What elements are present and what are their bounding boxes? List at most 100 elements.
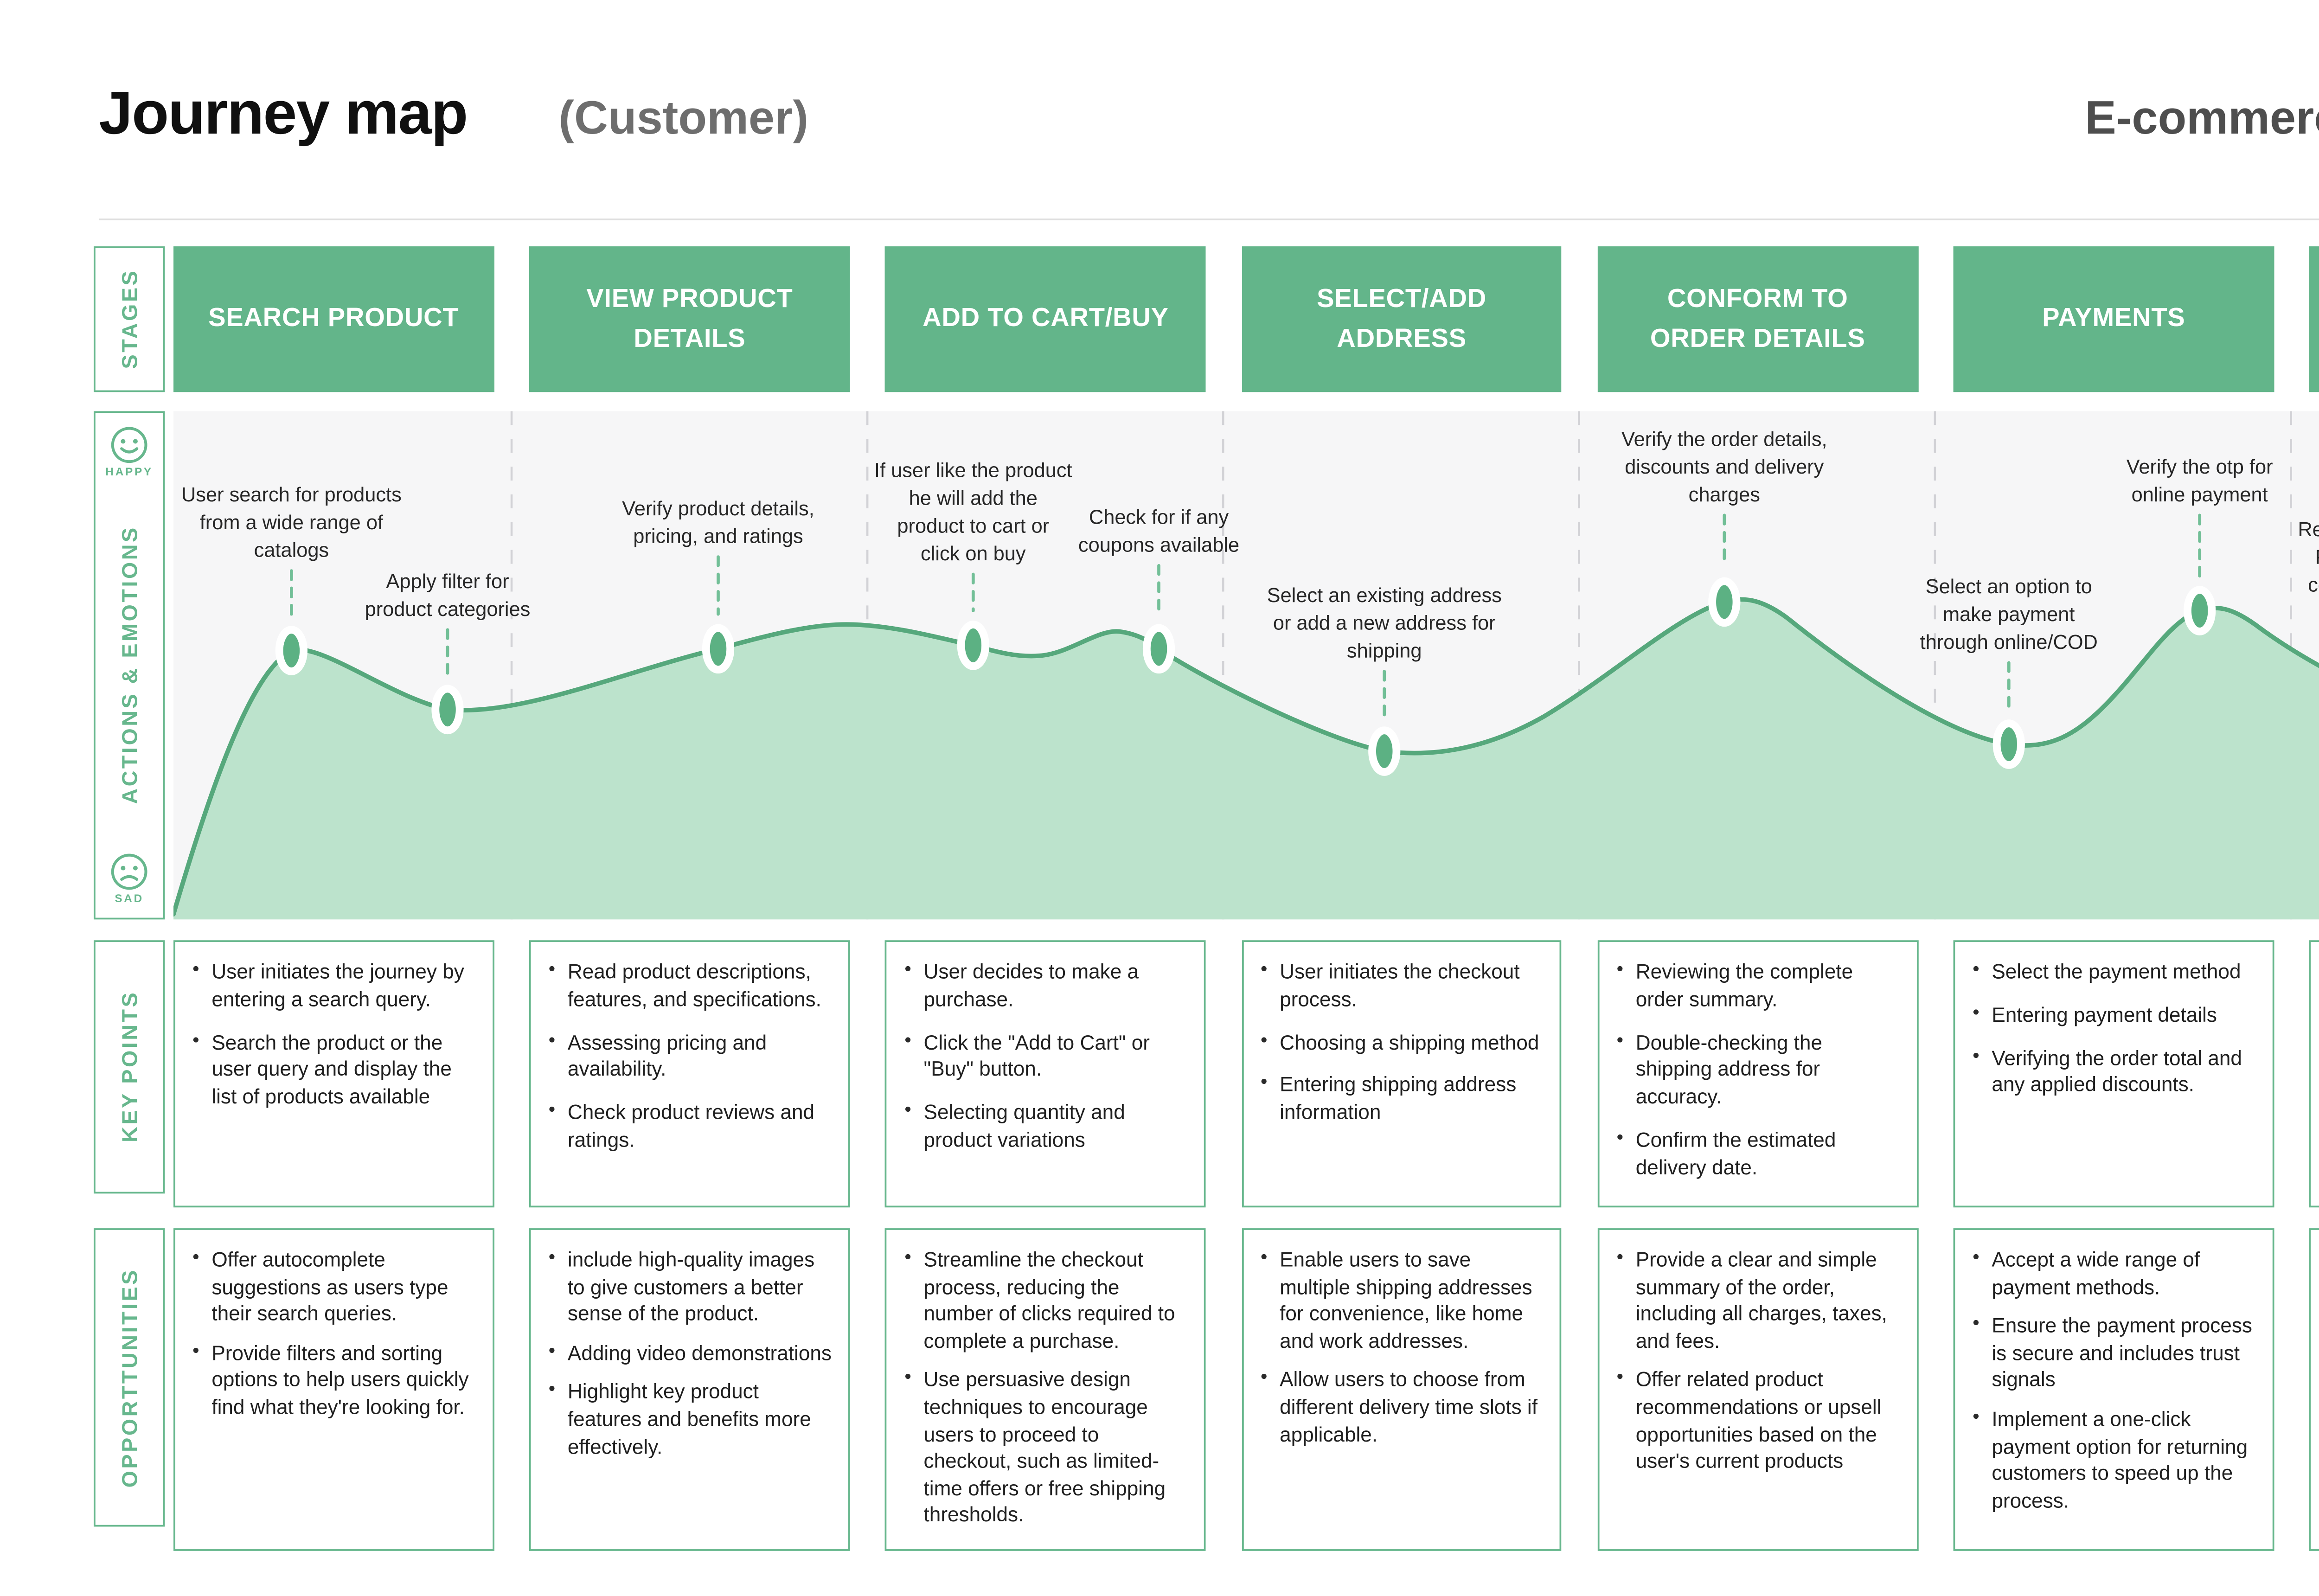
opportunity-card-list: Streamline the checkout process, reducin… — [904, 1246, 1190, 1530]
opportunity-card-list: Offer autocomplete suggestions as users … — [192, 1246, 478, 1422]
curve-annotation: Verify the order details, discounts and … — [1621, 428, 1827, 507]
sad-label: SAD — [115, 893, 144, 906]
stage-header: ORDER PLACED — [2309, 246, 2319, 392]
key-points-card: User decides to make a purchase. Click th… — [885, 940, 1206, 1207]
bullet-item: User initiates the checkout process. — [1261, 958, 1546, 1014]
opportunity-card: Accept a wide range of payment methods. E… — [1954, 1228, 2274, 1551]
opportunity-card: Send real-time order updates and trackin… — [2309, 1228, 2319, 1551]
bullet-item: Accept a wide range of payment methods. — [1973, 1246, 2258, 1301]
sidebar-label-stages: STAGES — [93, 246, 165, 392]
curve-annotation: Check for if any coupons available — [1078, 506, 1240, 557]
sad-face-wrap: SAD — [109, 852, 149, 905]
opportunity-card: Streamline the checkout process, reducin… — [885, 1228, 1206, 1551]
curve-annotation: Select an existing address or add a new … — [1267, 584, 1502, 663]
key-points-label-text: KEY POINTS — [117, 991, 141, 1143]
bullet-item: Offer related product recommendations or… — [1617, 1366, 1903, 1476]
bullet-item: Ensure the payment process is secure and… — [1973, 1312, 2258, 1395]
key-points-card-list: Reviewing the complete order summary. Dou… — [1617, 958, 1903, 1182]
emotion-curve-area — [173, 599, 2319, 920]
curve-annotation: Select an option to make payment through… — [1920, 576, 2098, 654]
opportunity-card: Offer autocomplete suggestions as users … — [173, 1228, 494, 1551]
bullet-item: Provide filters and sorting options to h… — [192, 1339, 478, 1422]
key-points-card: Receive an order confirmation message.Di… — [2309, 940, 2319, 1207]
bullet-item: Enable users to save multiple shipping a… — [1261, 1246, 1546, 1355]
bullet-item: Allow users to choose from different del… — [1261, 1366, 1546, 1449]
key-points-card-list: User initiates the checkout process. Choo… — [1261, 958, 1546, 1128]
key-points-card: Select the payment methodEntering paymen… — [1954, 940, 2274, 1207]
sidebar-label-emotions: HAPPY ACTIONS & EMOTIONS SAD — [93, 411, 165, 920]
curve-annotation: Apply filter for product categories — [365, 570, 531, 622]
bullet-item: Offer autocomplete suggestions as users … — [192, 1246, 478, 1328]
emotion-dot — [1368, 726, 1401, 776]
bullet-item: Highlight key product features and benef… — [549, 1378, 834, 1461]
bullet-item: Reviewing the complete order summary. — [1617, 958, 1903, 1014]
key-points-card-list: User decides to make a purchase. Click th… — [904, 958, 1190, 1155]
opportunity-card-list: Enable users to save multiple shipping a… — [1261, 1246, 1546, 1449]
stage-header: ADD TO CART/BUY — [885, 246, 1206, 392]
opportunity-card-list: Provide a clear and simple summary of th… — [1617, 1246, 1903, 1476]
key-points-card: Read product descriptions, features, and… — [529, 940, 850, 1207]
opportunity-card-list: include high-quality images to give cust… — [549, 1246, 834, 1461]
bullet-item: Verifying the order total and any applie… — [1973, 1044, 2258, 1100]
opportunity-card: include high-quality images to give cust… — [529, 1228, 850, 1551]
bullet-item: Click the "Add to Cart" or "Buy" button. — [904, 1028, 1190, 1084]
opportunities-row: Offer autocomplete suggestions as users … — [173, 1228, 2319, 1551]
emotion-curve-band: User search for products from a wide ran… — [173, 411, 2319, 920]
stage-header: VIEW PRODUCT DETAILS — [529, 246, 850, 392]
stage-header: PAYMENTS — [1954, 246, 2274, 392]
bullet-item: Read product descriptions, features, and… — [549, 958, 834, 1014]
stage-header: SEARCH PRODUCT — [173, 246, 494, 392]
key-points-card-list: Select the payment methodEntering paymen… — [1973, 958, 2258, 1100]
sidebar-label-opportunities: OPPORTTUNITIES — [93, 1228, 165, 1527]
key-points-card: User initiates the journey by entering a… — [173, 940, 494, 1207]
bullet-item: Implement a one-click payment option for… — [1973, 1405, 2258, 1515]
emotion-dot — [957, 621, 989, 670]
stages-label-text: STAGES — [117, 269, 141, 370]
bullet-item: Check product reviews and ratings. — [549, 1098, 834, 1155]
emotion-dot — [1142, 624, 1175, 674]
key-points-card: User initiates the checkout process. Choo… — [1241, 940, 1562, 1207]
emotion-dot — [1708, 577, 1741, 627]
bullet-item: Streamline the checkout process, reducin… — [904, 1246, 1190, 1355]
emotion-dot — [1992, 719, 2025, 769]
emotions-label-text: ACTIONS & EMOTIONS — [117, 526, 141, 805]
bullet-item: Choosing a shipping method — [1261, 1028, 1546, 1057]
opportunities-label-text: OPPORTTUNITIES — [117, 1268, 141, 1487]
happy-label: HAPPY — [105, 467, 153, 479]
happy-face-icon — [111, 427, 147, 463]
page-subtitle: (Customer) — [558, 92, 809, 144]
bullet-item: Double-checking the shipping address for… — [1617, 1028, 1903, 1112]
emotion-dot — [431, 685, 464, 735]
happy-face-wrap: HAPPY — [105, 425, 153, 479]
page-title: Journey map — [99, 80, 468, 147]
key-points-card-list: User initiates the journey by entering a… — [192, 958, 478, 1112]
curve-annotation: Verify the otp for online payment — [2126, 456, 2273, 507]
bullet-item: Entering shipping address information — [1261, 1071, 1546, 1128]
header-divider — [99, 218, 2319, 221]
opportunity-card-list: Accept a wide range of payment methods. E… — [1973, 1246, 2258, 1515]
bullet-item: include high-quality images to give cust… — [549, 1246, 834, 1328]
bullet-item: Assessing pricing and availability. — [549, 1028, 834, 1084]
bullet-item: Select the payment method — [1973, 958, 2258, 987]
bullet-item: Provide a clear and simple summary of th… — [1617, 1246, 1903, 1355]
bullet-item: Confirm the estimated delivery date. — [1617, 1126, 1903, 1182]
emotion-dot — [2184, 586, 2216, 635]
opportunity-card: Enable users to save multiple shipping a… — [1241, 1228, 1562, 1551]
sidebar-label-key-points: KEY POINTS — [93, 940, 165, 1194]
curve-annotation: If user like the product he will add the… — [874, 460, 1072, 566]
curve-annotation: Verify product details, pricing, and rat… — [622, 498, 814, 548]
stage-header: SELECT/ADD ADDRESS — [1241, 246, 1562, 392]
sad-face-icon — [111, 853, 147, 890]
bullet-item: Use persuasive design techniques to enco… — [904, 1366, 1190, 1530]
bullet-item: Search the product or the user query and… — [192, 1028, 478, 1112]
bullet-item: Entering payment details — [1973, 1000, 2258, 1030]
key-points-row: User initiates the journey by entering a… — [173, 940, 2319, 1207]
key-points-card: Reviewing the complete order summary. Dou… — [1597, 940, 1918, 1207]
curve-annotation: Receive Order Placement confirmation — [2298, 519, 2319, 597]
bullet-item: User decides to make a purchase. — [904, 958, 1190, 1014]
bullet-item: Adding video demonstrations — [549, 1339, 834, 1367]
emotion-dot — [275, 626, 307, 675]
emotion-curve-line — [173, 597, 2319, 917]
